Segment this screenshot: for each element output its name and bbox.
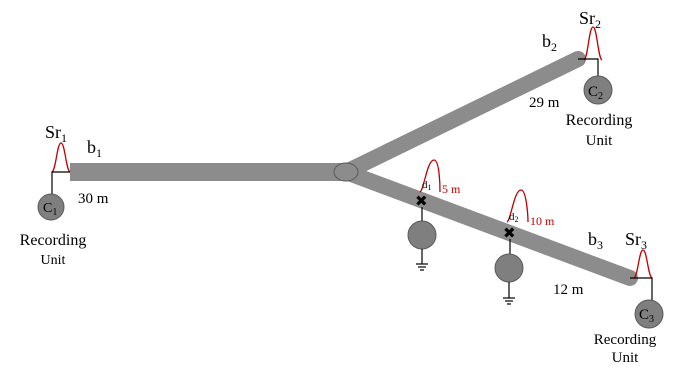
- recording-unit-c3-caption-line1: Recording: [594, 332, 657, 348]
- recording-unit-c2-caption-line2: Unit: [586, 133, 614, 149]
- ground-icon: [503, 297, 515, 305]
- recording-unit-c1-label: C1: [43, 201, 57, 218]
- fault-load-d1: [407, 220, 437, 250]
- wire-c1: [51, 171, 70, 194]
- recording-unit-c1: [37, 193, 65, 221]
- recording-unit-c3-label: C3: [639, 307, 654, 325]
- recording-unit-c3: [634, 299, 664, 329]
- source-label-sr3: Sr3: [625, 229, 647, 252]
- fault-marker-d1: ✖: [415, 192, 428, 210]
- recording-unit-c3-caption-line2: Unit: [612, 350, 640, 366]
- wire-c2: [578, 58, 599, 76]
- fault-pulse-d1: [419, 159, 441, 193]
- source-pulse-sr2: [583, 26, 603, 61]
- endpoint-b2: Sr2 C2 Recording Unit: [566, 8, 633, 149]
- ground-icon: [416, 263, 428, 271]
- recording-unit-c2-caption-line1: Recording: [566, 112, 633, 129]
- endpoint-b3: Sr3 C3 Recording Unit: [594, 229, 664, 366]
- recording-unit-c2: [583, 75, 613, 105]
- endpoint-b1: Sr1 C1 Recording Unit: [20, 122, 87, 268]
- branch-length-b1: 30 m: [78, 191, 109, 207]
- branch-label-b3: b3: [588, 229, 603, 252]
- branch-label-b2: b2: [542, 31, 557, 54]
- fault-load-d2: [494, 253, 524, 283]
- branch-length-b3: 12 m: [553, 282, 584, 298]
- fault-distance-d1: 5 m: [442, 182, 461, 196]
- junction-node: [333, 162, 359, 182]
- fault-distance-d2: 10 m: [530, 214, 555, 228]
- source-label-sr2: Sr2: [579, 8, 601, 31]
- source-pulse-sr1: [51, 142, 71, 173]
- wire-c3: [630, 277, 653, 300]
- recording-unit-c1-caption-line2: Unit: [41, 253, 66, 268]
- fault-pulse-d2: [506, 189, 529, 223]
- fault-label-d2: d2: [509, 211, 519, 224]
- pipe-b2: [338, 51, 586, 180]
- source-pulse-sr3: [633, 249, 653, 279]
- branch-label-b1: b1: [87, 137, 102, 160]
- fault-d2: d2 10 m ✖: [494, 189, 555, 305]
- pipe-b3: [338, 164, 638, 286]
- fault-d1: d1 5 m ✖: [407, 159, 461, 271]
- fault-marker-d2: ✖: [503, 224, 516, 242]
- branch-length-b2: 29 m: [529, 95, 560, 111]
- fault-label-d1: d1: [422, 179, 432, 192]
- recording-unit-c2-label: C2: [588, 84, 603, 102]
- source-label-sr1: Sr1: [45, 122, 67, 145]
- recording-unit-c1-caption-line1: Recording: [20, 232, 87, 249]
- pipe-network: [70, 51, 638, 286]
